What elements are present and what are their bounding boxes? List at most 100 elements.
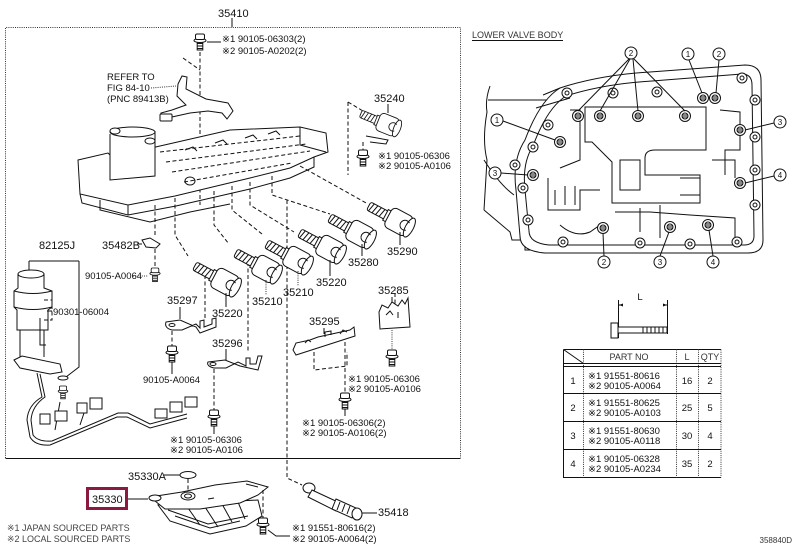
strainer-bolt-part-1: ※1 91551-80616(2) [292, 523, 376, 534]
part-35220-lower-label[interactable]: 35220 [212, 308, 243, 320]
part-35482b-label[interactable]: 35482B [102, 240, 140, 252]
location-callout: 3 [773, 115, 787, 129]
row-qty: 2 [707, 376, 712, 387]
location-callout: 1 [681, 47, 695, 61]
assembly-part-number[interactable]: 35410 [218, 8, 249, 20]
bolt-table-header: PART NO L QTY [609, 352, 719, 362]
bolt-table [563, 349, 722, 478]
solenoid-35210-upper [261, 233, 317, 286]
table-row: 1 ※1 91551-80616 ※2 90105-A0064 16 2 [570, 371, 712, 392]
top-bolt-part-1: ※1 90105-06303(2) [222, 34, 306, 45]
row-part-2: ※2 90105-A0118 [588, 436, 660, 447]
strainer-gasket-35330a [164, 471, 197, 492]
row-qty: 5 [707, 403, 712, 414]
location-callout: 4 [773, 168, 787, 182]
solenoid-35280 [324, 207, 380, 256]
wire-harness-82125j [13, 260, 198, 446]
solenoid-35220-upper [294, 222, 350, 276]
callout-number: 3 [778, 118, 783, 127]
refer-note-line-3: (PNC 89413B) [107, 94, 169, 105]
refer-note-line-2[interactable]: FIG 84-10 [107, 83, 150, 94]
clip-bolt-label[interactable]: 90105-A0064 [85, 271, 142, 282]
part-35240-label[interactable]: 35240 [374, 93, 405, 105]
location-callout: 1 [490, 113, 504, 127]
clip-35482b [133, 237, 161, 283]
callout-number: 2 [629, 49, 634, 58]
callout-number: 4 [778, 171, 783, 180]
row-part-1: ※1 91551-80630 [588, 426, 660, 437]
location-callout-leaders [500, 58, 775, 257]
table-row: 2 ※1 91551-80625 ※2 90105-A0103 25 5 [570, 398, 712, 419]
part-35285-label[interactable]: 35285 [378, 285, 409, 297]
assembly-frame [5, 18, 461, 459]
bracket-35297-bolt-label[interactable]: 90105-A0064 [143, 375, 200, 386]
solenoid-35240-bolt-part-1: ※1 90105-06306 [378, 151, 450, 162]
part-35210-upper-label[interactable]: 35210 [283, 287, 314, 299]
plate-35285-bolt-part-1: ※1 90105-06306 [348, 374, 420, 385]
row-qty: 4 [707, 431, 712, 442]
bracket-35297 [165, 307, 217, 374]
oil-tube-35418 [302, 482, 377, 521]
solenoid-35240-bolt-part-2: ※2 90105-A0106 [378, 161, 451, 172]
row-part-2: ※2 90105-A0234 [588, 464, 661, 475]
upper-valve-body-drawing [77, 126, 329, 223]
harness-o-ring-label[interactable]: 90301-06004 [53, 307, 109, 318]
row-qty: 2 [707, 459, 712, 470]
row-part-2: ※2 90105-A0103 [588, 408, 661, 419]
row-length: 35 [682, 459, 693, 470]
part-35210-lower-label[interactable]: 35210 [252, 296, 283, 308]
header-part-no: PART NO [609, 352, 648, 362]
callout-number: 4 [711, 258, 716, 267]
refer-note-line-1: REFER TO [107, 72, 155, 83]
part-35330-label[interactable]: 35330 [92, 494, 123, 506]
location-callout: 2 [712, 47, 726, 61]
part-82125j-label[interactable]: 82125J [39, 240, 75, 252]
solenoid-35290 [363, 195, 419, 245]
header-length: L [684, 352, 689, 362]
part-35330a-label[interactable]: 35330A [128, 471, 167, 483]
strainer-bolt-part-2: ※2 90105-A0064(2) [292, 534, 377, 545]
row-ref: 2 [570, 403, 575, 414]
part-35280-label[interactable]: 35280 [348, 257, 379, 269]
table-corner-diagonal [563, 349, 584, 364]
oil-strainer-35330 [127, 480, 290, 537]
bracket-35296 [207, 349, 263, 434]
legend-local-sourced: ※2 LOCAL SOURCED PARTS [7, 534, 130, 544]
row-ref: 3 [570, 431, 575, 442]
part-35418-label[interactable]: 35418 [378, 507, 409, 519]
callout-number: 2 [717, 50, 722, 59]
location-callout: 3 [488, 166, 502, 180]
section-title: LOWER VALVE BODY [472, 30, 563, 40]
detent-spring-bracket [150, 57, 234, 122]
table-row: 4 ※1 90105-06328 ※2 90105-A0234 35 2 [570, 454, 712, 475]
header-qty: QTY [701, 352, 720, 362]
highlight-frame[interactable] [86, 487, 128, 510]
callout-number: 3 [493, 169, 498, 178]
callout-number: 1 [495, 116, 500, 125]
row-part-1: ※1 91551-80616 [588, 371, 660, 382]
bracket-35296-bolt-part-1: ※1 90105-06306 [170, 435, 242, 446]
plate-35285-bolt-part-2: ※2 90105-A0106 [348, 384, 421, 395]
row-ref: 4 [570, 459, 575, 470]
location-callout: 4 [706, 255, 720, 269]
bolt-length-label: L [637, 292, 642, 303]
row-part-1: ※1 91551-80625 [588, 398, 660, 409]
part-35296-label[interactable]: 35296 [212, 338, 243, 350]
part-35220-upper-label[interactable]: 35220 [316, 277, 347, 289]
figure-id: 358840D [760, 536, 793, 545]
solenoid-35240 [347, 101, 405, 175]
plate-35295 [292, 326, 356, 416]
part-35295-label[interactable]: 35295 [309, 316, 340, 328]
location-callout: 2 [597, 255, 611, 269]
row-ref: 1 [570, 376, 575, 387]
bracket-35296-bolt-part-2: ※2 90105-A0106 [170, 445, 243, 456]
part-35297-label[interactable]: 35297 [167, 295, 198, 307]
row-length: 30 [682, 431, 693, 442]
row-length: 25 [682, 403, 693, 414]
solenoid-35210-lower [230, 242, 286, 295]
highlighted-part-box[interactable]: 35330 [86, 487, 128, 510]
plate-35295-bolt-part-2: ※2 90105-A0106(2) [302, 428, 387, 439]
part-35290-label[interactable]: 35290 [387, 246, 418, 258]
row-part-1: ※1 90105-06328 [588, 454, 660, 465]
